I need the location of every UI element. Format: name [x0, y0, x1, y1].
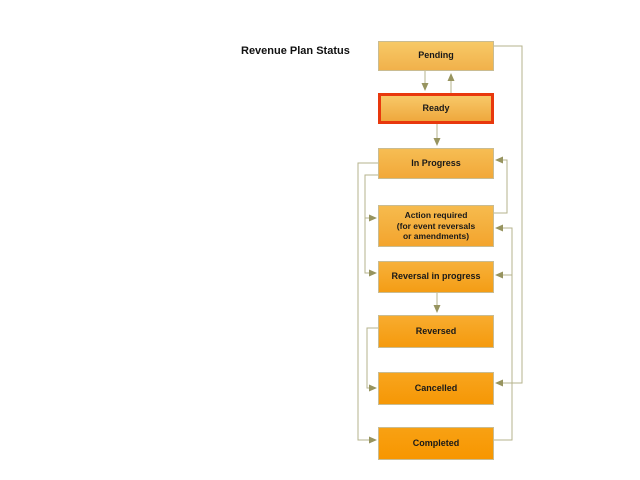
- arrow-left-icon: [495, 224, 503, 232]
- edge-reversal-to-reversed: [433, 293, 441, 313]
- node-action-required: Action required (for event reversals or …: [378, 205, 494, 247]
- edge-completed-to-action-required: [494, 224, 513, 441]
- node-cancelled: Cancelled: [378, 372, 494, 405]
- node-reversed: Reversed: [378, 315, 494, 348]
- node-label: Pending: [418, 50, 454, 61]
- node-label: Completed: [412, 437, 460, 448]
- node-reversal-in-progress: Reversal in progress: [378, 261, 494, 293]
- node-label: Reversed: [415, 325, 457, 336]
- edge-pending-to-ready: [421, 71, 429, 91]
- arrow-down-icon: [433, 305, 441, 313]
- node-in-progress: In Progress: [378, 148, 494, 179]
- arrow-left-icon: [495, 156, 503, 164]
- node-label: Ready: [422, 102, 450, 113]
- arrow-up-icon: [447, 73, 455, 81]
- edge-reversed-to-cancelled: [366, 327, 378, 392]
- edge-ready-to-pending: [447, 73, 455, 93]
- node-label: In Progress: [411, 157, 461, 168]
- arrow-right-icon: [369, 269, 377, 277]
- edge-in-progress-to-action-required: [364, 174, 378, 277]
- edge-ready-to-in-progress: [433, 124, 441, 146]
- node-pending: Pending: [378, 41, 494, 71]
- edge-pending-to-cancelled: [494, 45, 523, 387]
- arrow-down-icon: [433, 138, 441, 146]
- arrow-right-icon: [369, 214, 377, 222]
- edge-in-progress-to-completed: [357, 162, 378, 444]
- arrow-down-icon: [421, 83, 429, 91]
- node-label: Cancelled: [414, 382, 458, 393]
- node-ready-highlighted: Ready: [378, 93, 494, 124]
- node-completed: Completed: [378, 427, 494, 460]
- diagram-title: Revenue Plan Status: [241, 45, 350, 57]
- arrow-left-icon: [495, 379, 503, 387]
- edge-action-required-to-in-progress: [494, 156, 508, 214]
- arrow-right-icon: [369, 384, 377, 392]
- node-label: Reversal in progress: [391, 271, 481, 282]
- arrow-left-icon: [495, 271, 503, 279]
- node-label: Action required (for event reversals or …: [396, 210, 476, 242]
- arrow-right-icon: [369, 436, 377, 444]
